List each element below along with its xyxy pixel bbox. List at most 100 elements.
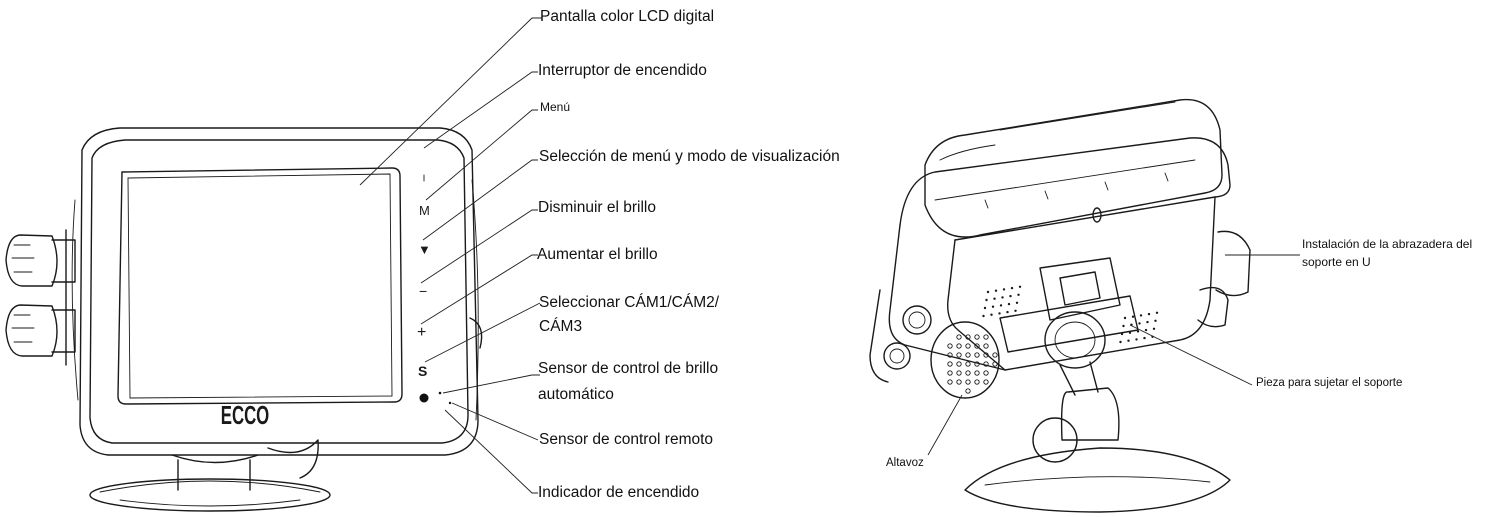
speaker-hole	[992, 361, 998, 367]
menu-button-glyph: M	[419, 203, 430, 218]
speaker-hole	[965, 361, 971, 367]
vent-hole	[1146, 320, 1149, 324]
speaker-hole	[956, 361, 962, 367]
callout-remote-sensor: Sensor de control remoto	[539, 431, 714, 448]
back-leader-lines	[927, 254, 1300, 456]
vent-hole	[1122, 324, 1125, 328]
vent-hole	[1007, 302, 1011, 306]
vent-hole	[1120, 332, 1124, 336]
monitor-base	[89, 439, 331, 512]
vent-hole	[1018, 285, 1022, 288]
side-knobs	[5, 229, 76, 366]
vent-hole	[994, 289, 998, 292]
housing-rib	[1104, 181, 1109, 191]
vent-hole	[1009, 294, 1012, 298]
vent-hole	[1128, 331, 1132, 334]
monitor-housing	[71, 127, 483, 456]
vent-hole	[1017, 293, 1020, 296]
vent-hole	[1139, 314, 1143, 317]
vent-hole	[1135, 338, 1138, 341]
speaker-hole	[974, 334, 980, 340]
callout-menu: Menú	[540, 100, 571, 114]
vent-hole	[990, 313, 993, 316]
callout-u-bracket-line2: soporte en U	[1302, 255, 1371, 269]
speaker-hole	[965, 379, 971, 385]
speaker-hole	[974, 352, 980, 358]
plus-button-glyph: +	[417, 324, 426, 341]
callout-brightness-up: Aumentar el brillo	[537, 246, 658, 263]
vent-hole	[1127, 339, 1130, 342]
brightness-sensor-icon	[438, 391, 442, 395]
vent-hole	[986, 290, 990, 294]
vent-hole	[1001, 296, 1004, 299]
speaker-hole	[974, 343, 980, 349]
vent-hole	[1155, 311, 1159, 314]
callout-power-indicator: Indicador de encendido	[538, 484, 700, 501]
vent-hole	[983, 306, 987, 310]
speaker-hole	[974, 370, 980, 376]
callout-lcd-screen: Pantalla color LCD digital	[540, 8, 715, 25]
vent-hole	[985, 298, 988, 302]
vent-hole	[1138, 322, 1141, 325]
speaker-hole	[983, 343, 989, 349]
vent-hole	[998, 312, 1001, 315]
callout-menu-mode-select: Selección de menú y modo de visualizació…	[539, 148, 840, 165]
callout-u-bracket-line1: Instalación de la abrazadera del	[1302, 237, 1473, 251]
vent-hole	[1002, 288, 1006, 291]
speaker-hole	[947, 370, 953, 376]
callout-camera-select-line2: CÁM3	[539, 318, 583, 335]
speaker-hole	[974, 361, 980, 367]
front-leader-lines	[359, 17, 542, 494]
vent-hole	[1015, 301, 1019, 304]
vent-hole	[1131, 315, 1135, 318]
front-monitor-drawing: M ▼ − + S ECCO	[5, 127, 483, 512]
speaker-grille	[930, 321, 1000, 399]
speaker-hole	[983, 379, 989, 385]
vent-hole	[999, 304, 1003, 307]
speaker-hole	[965, 352, 971, 358]
vent-hole	[993, 297, 996, 300]
power-led-icon	[419, 393, 429, 403]
vent-hole	[1144, 328, 1148, 332]
callout-speaker: Altavoz	[886, 457, 924, 469]
speaker-hole	[947, 343, 953, 349]
down-button-glyph: ▼	[418, 242, 431, 257]
speaker-hole	[983, 361, 989, 367]
vent-hole	[1154, 319, 1157, 322]
housing-rib	[1044, 190, 1049, 200]
remote-sensor-icon	[448, 401, 452, 405]
speaker-hole	[956, 352, 962, 358]
housing-rib	[1164, 172, 1169, 182]
callout-auto-brightness-line2: automático	[538, 386, 614, 403]
lcd-screen	[117, 167, 403, 405]
vent-hole	[1006, 310, 1009, 314]
vent-hole	[1010, 286, 1014, 290]
speaker-hole	[974, 379, 980, 385]
vent-hole	[1147, 312, 1151, 316]
speaker-hole	[956, 334, 962, 340]
speaker-hole	[983, 334, 989, 340]
callout-bracket-holder: Pieza para sujetar el soporte	[1256, 377, 1403, 389]
vent-hole	[1119, 340, 1122, 344]
speaker-hole	[956, 343, 962, 349]
vent-hole	[982, 314, 985, 318]
speaker-hole	[983, 370, 989, 376]
speaker-hole	[965, 388, 971, 394]
back-monitor-drawing	[869, 98, 1251, 513]
speaker-hole	[965, 343, 971, 349]
speaker-hole	[983, 352, 989, 358]
callout-power-switch: Interruptor de encendido	[538, 62, 707, 79]
vent-hole	[1136, 330, 1140, 333]
vent-hole	[1014, 309, 1017, 312]
speaker-hole	[947, 352, 953, 358]
speaker-hole	[956, 379, 962, 385]
select-button-glyph: S	[418, 363, 427, 379]
callout-auto-brightness-line1: Sensor de control de brillo	[538, 360, 719, 377]
vent-hole	[1143, 336, 1146, 340]
front-buttons: M ▼ − + S	[417, 174, 452, 405]
minus-button-glyph: −	[419, 283, 427, 299]
speaker-hole	[965, 370, 971, 376]
speaker-hole	[956, 370, 962, 376]
